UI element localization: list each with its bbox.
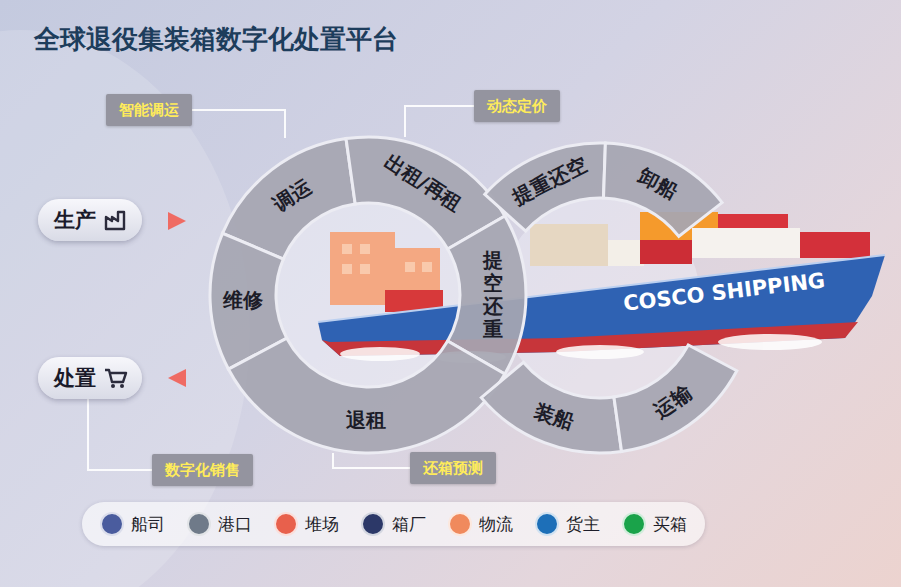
- legend-text: 物流: [479, 513, 513, 536]
- segment-shape: [228, 338, 505, 453]
- legend-swatch: [622, 512, 646, 536]
- legend-swatch: [535, 512, 559, 536]
- legend-swatch: [361, 512, 385, 536]
- legend-bar: 船司 港口 堆场 箱厂 物流 货主 买箱: [82, 502, 705, 546]
- stage-pill: 处置: [38, 357, 142, 399]
- leader-line: [333, 453, 410, 468]
- legend-item: 买箱: [622, 512, 687, 536]
- ship-hull: [318, 255, 885, 356]
- ring-segment: 卸船: [603, 143, 723, 237]
- ring-segment: 运输: [613, 344, 737, 452]
- hull-lettering: COSCO SHIPPING: [622, 268, 826, 316]
- node-label: 处置: [54, 364, 96, 392]
- node-label: 生产: [54, 206, 96, 234]
- node-label: 智能调运: [119, 101, 179, 119]
- feature-tag: 数字化销售: [152, 454, 253, 486]
- node-label: 数字化销售: [165, 461, 240, 479]
- legend-item: 箱厂: [361, 512, 426, 536]
- legend-swatch: [448, 512, 472, 536]
- node-label: 动态定价: [487, 97, 547, 115]
- stage-pill: 生产: [38, 199, 142, 241]
- legend-swatch: [100, 512, 124, 536]
- ring-segment: 装船: [481, 362, 622, 453]
- leader-line: [405, 106, 474, 137]
- legend-swatch: [187, 512, 211, 536]
- node-label: 还箱预测: [423, 459, 483, 477]
- node-label: 提空 还重: [477, 249, 510, 341]
- segment-fill: [228, 338, 504, 453]
- segment-fill: [603, 143, 722, 236]
- legend-swatch: [274, 512, 298, 536]
- bow-wave: [340, 334, 822, 363]
- legend-item: 货主: [535, 512, 600, 536]
- feature-tag: 智能调运: [106, 94, 192, 126]
- leader-line: [88, 399, 152, 470]
- ring-segment: 退租: [228, 338, 505, 453]
- segment-fill: [481, 362, 621, 453]
- legend-text: 货主: [566, 513, 600, 536]
- feature-tag: 还箱预测: [410, 452, 496, 484]
- legend-item: 船司: [100, 512, 165, 536]
- page-title: 全球退役集装箱数字化处置平台: [34, 22, 398, 57]
- factory-icon: [104, 209, 128, 231]
- segment-fill: [614, 345, 737, 452]
- node-label: 退租: [346, 408, 386, 431]
- legend-text: 堆场: [305, 513, 339, 536]
- node-label: 维修: [223, 289, 263, 312]
- feature-tag: 动态定价: [474, 90, 560, 122]
- legend-item: 港口: [187, 512, 252, 536]
- legend-item: 物流: [448, 512, 513, 536]
- legend-item: 堆场: [274, 512, 339, 536]
- cart-icon: [104, 367, 128, 389]
- legend-text: 买箱: [653, 513, 687, 536]
- legend-text: 港口: [218, 513, 252, 536]
- legend-text: 船司: [131, 513, 165, 536]
- out-arrow: [168, 369, 186, 387]
- in-arrow: [168, 212, 186, 230]
- leader-line: [192, 110, 285, 138]
- legend-text: 箱厂: [392, 513, 426, 536]
